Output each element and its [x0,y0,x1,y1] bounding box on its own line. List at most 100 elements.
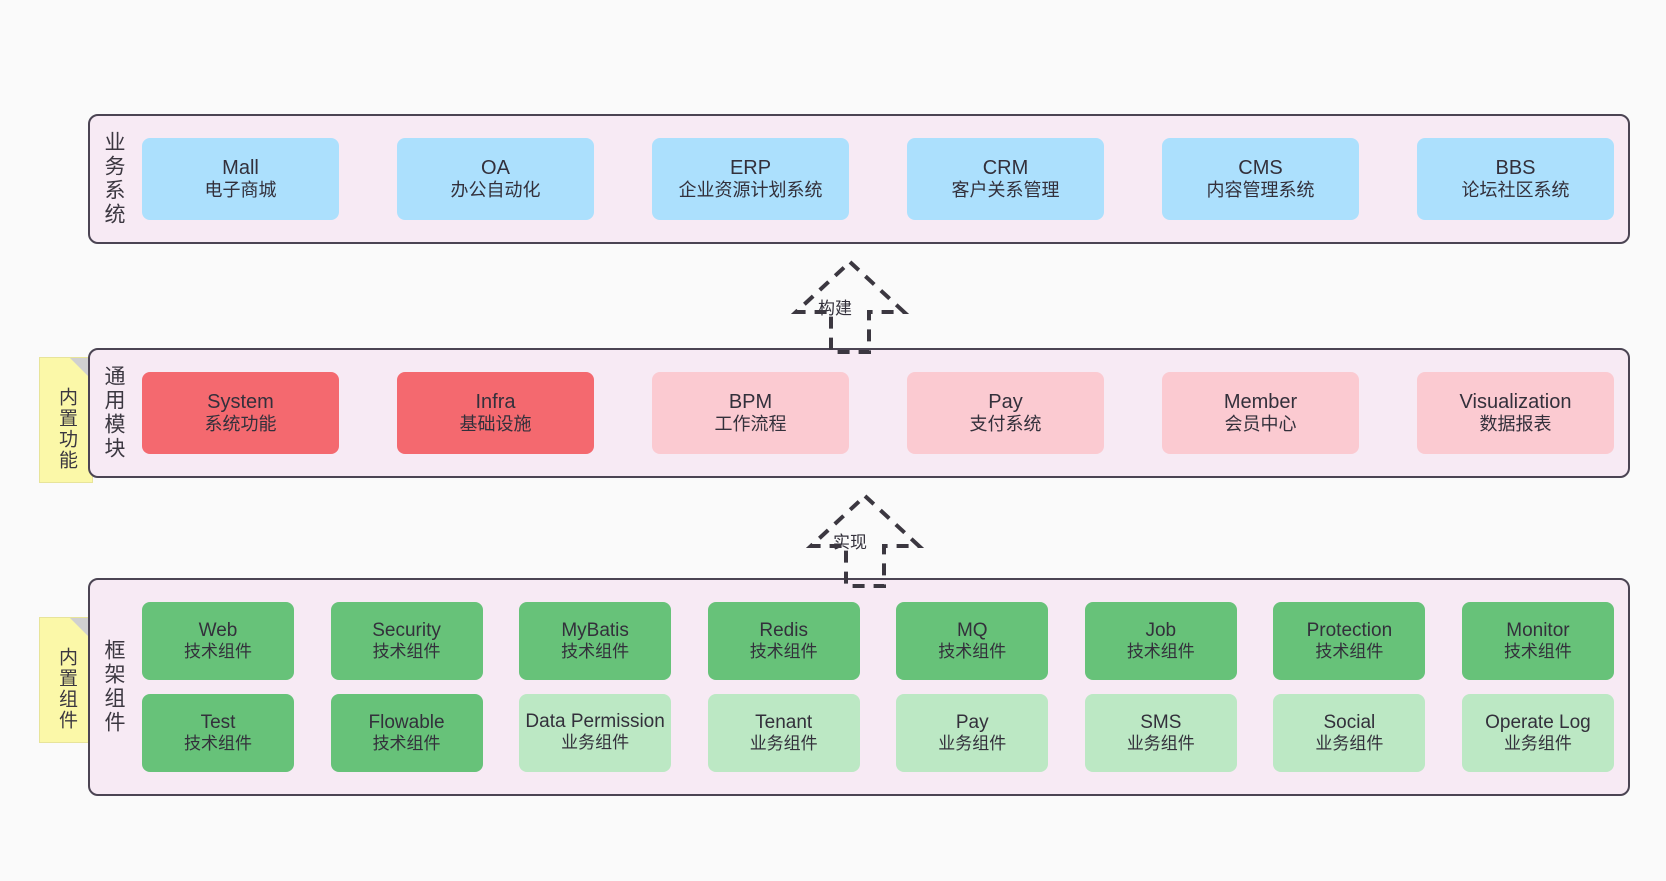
card-oa[interactable]: OA 办公自动化 [397,138,594,220]
card-desc: 系统功能 [204,414,277,435]
card-title: ERP [729,156,772,179]
card-desc: 技术组件 [1315,642,1384,662]
card-protection[interactable]: Protection 技术组件 [1273,602,1426,680]
card-title: Flowable [368,712,445,734]
card-desc: 工作流程 [714,414,787,435]
layer-title-framework: 框架组件 [102,639,126,735]
layer-body-business: Mall 电子商城 OA 办公自动化 ERP 企业资源计划系统 CRM 客户关系… [136,116,1628,242]
card-desc: 会员中心 [1224,414,1297,435]
card-desc: 支付系统 [969,414,1042,435]
card-erp[interactable]: ERP 企业资源计划系统 [652,138,849,220]
card-title: Job [1145,620,1177,642]
layer-body-module: System 系统功能 Infra 基础设施 BPM 工作流程 Pay 支付系统… [136,350,1628,476]
card-desc: 技术组件 [1503,642,1572,662]
card-desc: 技术组件 [938,642,1007,662]
card-title: Data Permission [525,711,665,733]
layer-business-system: 业务系统 Mall 电子商城 OA 办公自动化 ERP 企业资源计划系统 CRM… [88,114,1630,244]
card-test[interactable]: Test 技术组件 [142,694,294,772]
card-title: Infra [475,390,516,413]
card-desc: 内容管理系统 [1206,180,1315,201]
card-security[interactable]: Security 技术组件 [330,602,483,680]
connector-build-arrow [790,259,910,354]
card-member[interactable]: Member 会员中心 [1162,372,1359,454]
card-title: Security [372,620,441,642]
card-title: Test [200,712,236,734]
card-social[interactable]: Social 业务组件 [1273,694,1426,772]
framework-tech-row: Web 技术组件 Security 技术组件 MyBatis 技术组件 Redi… [142,602,1614,680]
layer-title-business: 业务系统 [102,131,126,227]
card-desc: 数据报表 [1479,414,1552,435]
layer-body-framework: Web 技术组件 Security 技术组件 MyBatis 技术组件 Redi… [136,580,1628,794]
card-desc: 论坛社区系统 [1461,180,1570,201]
card-title: Visualization [1459,390,1572,413]
card-title: Monitor [1506,620,1570,642]
note-fold-icon [70,358,92,380]
layer-title-module: 通用模块 [102,365,126,461]
card-desc: 业务组件 [561,733,630,753]
card-mall[interactable]: Mall 电子商城 [142,138,339,220]
card-infra[interactable]: Infra 基础设施 [397,372,594,454]
card-desc: 业务组件 [938,734,1007,754]
card-data-permission[interactable]: Data Permission 业务组件 [519,694,672,772]
card-pay[interactable]: Pay 支付系统 [907,372,1104,454]
card-title: System [207,390,274,413]
card-cms[interactable]: CMS 内容管理系统 [1162,138,1359,220]
card-desc: 企业资源计划系统 [678,180,823,201]
card-desc: 技术组件 [1126,642,1195,662]
card-visualization[interactable]: Visualization 数据报表 [1417,372,1614,454]
card-crm[interactable]: CRM 客户关系管理 [907,138,1104,220]
card-title: Operate Log [1485,712,1591,734]
card-title: Member [1223,390,1298,413]
card-title: Protection [1306,620,1393,642]
card-title: Mall [222,156,259,179]
card-desc: 业务组件 [1126,734,1195,754]
card-title: OA [481,156,510,179]
card-flowable[interactable]: Flowable 技术组件 [330,694,483,772]
card-desc: 业务组件 [1503,734,1572,754]
card-bpm[interactable]: BPM 工作流程 [652,372,849,454]
card-title: SMS [1140,712,1182,734]
card-tenant[interactable]: Tenant 业务组件 [707,694,860,772]
card-desc: 技术组件 [372,642,441,662]
card-mybatis[interactable]: MyBatis 技术组件 [519,602,672,680]
card-title: Tenant [755,712,813,734]
card-title: CMS [1238,156,1283,179]
card-desc: 技术组件 [372,734,441,754]
note-label: 内置组件 [55,647,77,731]
card-mq[interactable]: MQ 技术组件 [896,602,1049,680]
card-bbs[interactable]: BBS 论坛社区系统 [1417,138,1614,220]
card-title: Pay [988,390,1023,413]
card-web[interactable]: Web 技术组件 [142,602,294,680]
card-operate-log[interactable]: Operate Log 业务组件 [1461,694,1614,772]
card-system[interactable]: System 系统功能 [142,372,339,454]
card-title: MQ [956,620,988,642]
business-card-row: Mall 电子商城 OA 办公自动化 ERP 企业资源计划系统 CRM 客户关系… [142,138,1614,220]
card-monitor[interactable]: Monitor 技术组件 [1461,602,1614,680]
card-desc: 业务组件 [1315,734,1384,754]
card-desc: 技术组件 [184,734,252,754]
note-builtin-component: 内置组件 [39,617,93,743]
card-desc: 技术组件 [184,642,252,662]
module-card-row: System 系统功能 Infra 基础设施 BPM 工作流程 Pay 支付系统… [142,372,1614,454]
card-pay-biz[interactable]: Pay 业务组件 [896,694,1049,772]
card-title: Pay [955,712,989,734]
card-desc: 办公自动化 [450,180,541,201]
card-desc: 技术组件 [749,642,818,662]
card-job[interactable]: Job 技术组件 [1084,602,1237,680]
card-desc: 客户关系管理 [951,180,1060,201]
card-sms[interactable]: SMS 业务组件 [1084,694,1237,772]
note-builtin-function: 内置功能 [39,357,93,483]
card-redis[interactable]: Redis 技术组件 [707,602,860,680]
note-fold-icon [70,618,92,640]
card-title: Redis [759,620,808,642]
note-label: 内置功能 [55,387,77,471]
layer-common-module: 通用模块 System 系统功能 Infra 基础设施 BPM 工作流程 Pay… [88,348,1630,478]
card-title: BPM [728,390,773,413]
card-title: Social [1323,712,1376,734]
card-title: CRM [982,156,1029,179]
framework-biz-row: Test 技术组件 Flowable 技术组件 Data Permission … [142,694,1614,772]
card-desc: 电子商城 [204,180,277,201]
card-desc: 基础设施 [459,414,532,435]
card-desc: 技术组件 [561,642,630,662]
card-title: MyBatis [561,620,629,642]
